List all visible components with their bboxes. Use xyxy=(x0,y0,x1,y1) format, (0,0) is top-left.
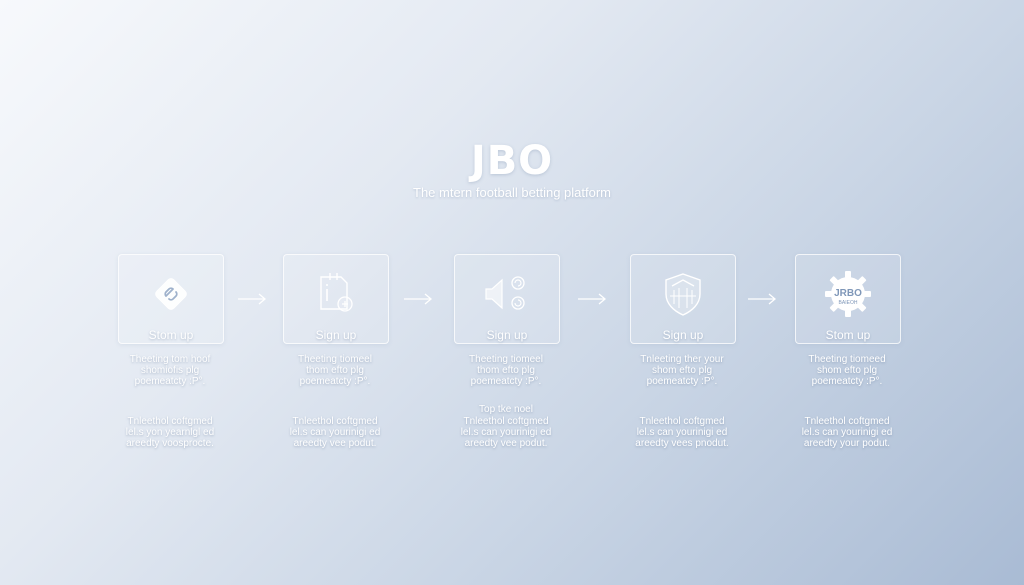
step-4-description: Tnleeting ther your shom efto plg poemea… xyxy=(640,354,724,387)
step-label: Sign up xyxy=(662,328,704,342)
step-1-description: Theeting tom hoof shomiofis plg poemeatc… xyxy=(129,354,211,387)
step-3-detail: Tnleethol coftgmed lel.s can yourinigi e… xyxy=(460,416,552,449)
step-5-detail: Tnleethol coftgmed lel.s can yourinigi e… xyxy=(801,416,893,449)
step-2-detail: Tnleethol coftgmed lel.s can yourinigi e… xyxy=(289,416,381,449)
step-3-heading: Top tke noel xyxy=(479,404,533,415)
jbo-gear-badge-icon: JRBO BAIEOH xyxy=(823,269,873,319)
step-5-description: Theeting tiomeed shom efto plg poemeatct… xyxy=(808,354,886,387)
step-4-detail: Tnleethol coftgmed lel.s can yourinigi e… xyxy=(635,416,729,449)
step-label: Stom up xyxy=(825,328,871,342)
step-card-1: Stom up xyxy=(118,254,224,344)
badge-subtext: BAIEOH xyxy=(839,300,858,306)
badge-text: JRBO xyxy=(834,288,862,299)
step-card-4: Sign up xyxy=(630,254,736,344)
brand-subtitle: The mtern football betting platform xyxy=(413,185,611,200)
speaker-icon xyxy=(482,269,532,319)
brand-title: JBO xyxy=(470,138,554,184)
step-card-5: JRBO BAIEOH Stom up xyxy=(795,254,901,344)
arrow-right-icon xyxy=(404,293,433,305)
step-card-2: Sign up xyxy=(283,254,389,344)
arrow-right-icon xyxy=(238,293,267,305)
step-1-detail: Tnleethol coftgmed lel.s yon yearnlgl ed… xyxy=(125,416,215,449)
step-3-description: Theeting tiomeel thom efto plg poemeatct… xyxy=(469,354,543,387)
shield-icon xyxy=(658,269,708,319)
step-label: Sign up xyxy=(486,328,528,342)
step-2-description: Theeting tiomeel thom efto plg poemeatct… xyxy=(298,354,372,387)
document-plus-icon xyxy=(311,269,361,319)
step-label: Sign up xyxy=(315,328,357,342)
step-card-3: Sign up xyxy=(454,254,560,344)
arrow-right-icon xyxy=(748,293,777,305)
diamond-link-icon xyxy=(146,269,196,319)
arrow-right-icon xyxy=(578,293,607,305)
step-label: Stom up xyxy=(148,328,194,342)
